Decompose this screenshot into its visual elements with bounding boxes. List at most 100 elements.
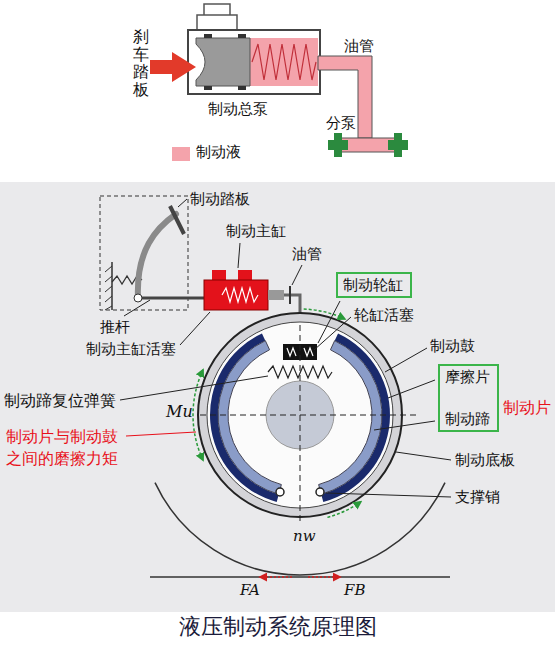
- label-wrap: 推杆: [100, 318, 130, 336]
- callout-box: 制动轮缸: [336, 272, 412, 298]
- pedal-assembly: [140, 297, 206, 300]
- part-label: 分泵: [326, 114, 356, 132]
- leader-lines: [120, 376, 268, 400]
- pedal-assembly: [105, 206, 206, 310]
- note-label: 制动片与制动鼓之间的磨擦力矩: [6, 426, 124, 469]
- support-pins: [316, 488, 324, 496]
- part-label: 轮缸活塞: [354, 306, 414, 324]
- label-wrap: 制动鼓: [430, 337, 475, 355]
- vertical-label: 刹车踏板: [133, 28, 149, 98]
- fluid-pipe-top: [318, 56, 400, 152]
- legend-text: 制动液: [196, 143, 241, 161]
- part-label: 制动蹄复位弹簧: [4, 391, 116, 410]
- leader-lines: [388, 380, 435, 398]
- master-cylinder: [268, 290, 284, 300]
- symbol-label: FA: [240, 581, 260, 599]
- leader-lines: [292, 265, 302, 285]
- box-text: 摩擦片: [445, 368, 490, 386]
- leader-lines: [126, 432, 196, 436]
- legend-swatch: [172, 147, 190, 161]
- tire-and-ground: [260, 576, 292, 578]
- label-wrap: 制动底板: [455, 451, 515, 469]
- part-label: 制动主缸: [226, 222, 286, 240]
- part-label: 油管: [292, 245, 322, 263]
- part-label: 制动鼓: [430, 337, 475, 355]
- rotation-arcs: [193, 309, 361, 517]
- symbol-label: FB: [344, 581, 365, 599]
- master-cylinder-top: [238, 34, 246, 38]
- label-wrap: 制动片: [503, 398, 551, 417]
- pedal-assembly: [170, 206, 184, 234]
- label-wrap: 制动片与制动鼓之间的磨擦力矩: [6, 426, 124, 469]
- label-wrap: 油管: [292, 245, 322, 263]
- illustration-panel: [0, 182, 555, 612]
- pedal-dashed-box: [100, 196, 188, 310]
- label-wrap: 刹车踏板: [133, 28, 149, 98]
- caption: 液压制动系统原理图: [0, 614, 555, 640]
- pedal-force-arrow: [150, 52, 196, 82]
- master-cylinder-top: [252, 44, 316, 80]
- box-text: 制动轮缸: [343, 276, 403, 294]
- leader-lines: [385, 348, 427, 372]
- label-wrap: FB: [344, 581, 365, 599]
- leader-lines: [238, 243, 240, 268]
- symbol-label: Mu: [166, 402, 193, 421]
- label-wrap: 油管: [344, 37, 374, 55]
- part-label: 推杆: [100, 318, 130, 336]
- label-wrap: nw: [293, 527, 316, 545]
- leader-lines: [396, 452, 451, 460]
- label-wrap: 制动主缸活塞: [86, 340, 176, 358]
- label-wrap: 支撑销: [455, 488, 500, 506]
- legend-wrap: 制动液: [196, 143, 241, 161]
- leader-lines: [124, 300, 150, 316]
- leader-lines: [374, 421, 435, 430]
- part-label: 制动总泵: [208, 100, 268, 118]
- center-lines: [200, 415, 420, 416]
- leader-lines: [178, 199, 187, 207]
- master-cylinder: [222, 288, 258, 302]
- part-label: 制动底板: [455, 451, 515, 469]
- tire-and-ground: [308, 576, 340, 578]
- brake-shoes: [218, 341, 281, 495]
- tire-and-ground: [150, 576, 450, 578]
- box-text: 制动蹄: [445, 410, 490, 428]
- caption-wrap: 液压制动系统原理图: [0, 614, 555, 640]
- pedal-assembly: [105, 266, 112, 310]
- wheel-cylinder-pistons: [388, 140, 408, 150]
- label-wrap: 制动蹄复位弹簧: [4, 391, 116, 410]
- master-cylinder: [289, 286, 291, 304]
- support-pins: [276, 488, 284, 496]
- wheel-cylinder-pistons: [328, 140, 348, 150]
- rotation-arcs: [327, 502, 360, 518]
- master-cylinder-top: [204, 4, 230, 16]
- label-wrap: 分泵: [326, 114, 356, 132]
- highlight-label: 制动片: [503, 398, 551, 417]
- leader-lines: [326, 493, 451, 497]
- label-wrap: FA: [240, 581, 260, 599]
- part-label: 制动踏板: [190, 190, 250, 208]
- rotation-arcs: [193, 370, 203, 460]
- fluid-pipe-top: [318, 56, 372, 138]
- label-wrap: 轮缸活塞: [354, 306, 414, 324]
- center-lines: [300, 325, 301, 525]
- brake-shoes: [319, 341, 382, 495]
- pedal-assembly: [138, 214, 176, 298]
- master-cylinder-top: [204, 86, 212, 90]
- part-label: 油管: [344, 37, 374, 55]
- label-wrap: Mu: [166, 402, 193, 421]
- master-cylinder: [204, 280, 268, 310]
- part-label: 支撑销: [455, 488, 500, 506]
- master-cylinder-top: [238, 86, 246, 90]
- master-cylinder-top: [196, 38, 250, 86]
- callout-box: 摩擦片制动蹄: [438, 364, 499, 432]
- master-cylinder-top: [204, 34, 212, 38]
- part-label: 制动主缸活塞: [86, 340, 176, 358]
- leader-lines: [180, 312, 210, 345]
- label-wrap: 制动总泵: [208, 100, 268, 118]
- label-wrap: 制动主缸: [226, 222, 286, 240]
- master-cylinder-top: [188, 30, 320, 94]
- wheel-cylinder-pistons: [328, 133, 408, 157]
